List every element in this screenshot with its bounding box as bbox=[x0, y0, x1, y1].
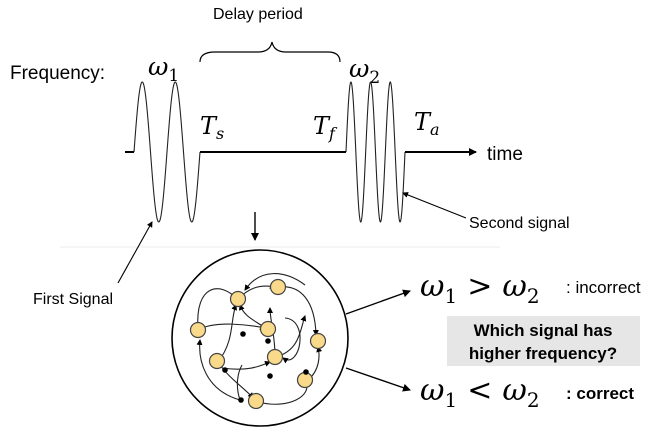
ts-label: Ts bbox=[200, 112, 224, 143]
network-node bbox=[208, 352, 226, 370]
network-edge bbox=[244, 273, 306, 291]
second-signal-wave bbox=[345, 81, 406, 223]
network-node bbox=[189, 321, 207, 339]
network-synapse bbox=[240, 331, 246, 337]
network-nodes bbox=[189, 278, 327, 410]
network-node bbox=[247, 392, 265, 410]
outcome-less: ω1<ω2 : correct bbox=[420, 373, 634, 412]
ta-label: Ta bbox=[414, 108, 440, 139]
question-line-1: Which signal has bbox=[474, 321, 613, 340]
second-signal-label: Second signal bbox=[469, 215, 570, 232]
first-signal-label: First Signal bbox=[33, 291, 113, 308]
network-edge bbox=[221, 360, 271, 370]
second-signal-pointer bbox=[402, 192, 467, 219]
network-synapse bbox=[222, 367, 228, 373]
outcome-less-formula: ω1<ω2 bbox=[420, 373, 540, 412]
time-label: time bbox=[487, 144, 523, 165]
network-node bbox=[309, 332, 327, 350]
network-edge bbox=[282, 317, 301, 364]
signal-waveform bbox=[125, 81, 477, 223]
delay-brace bbox=[199, 41, 341, 63]
network-synapse bbox=[267, 373, 273, 379]
recurrent-network bbox=[171, 249, 349, 427]
network-node bbox=[269, 278, 287, 296]
first-signal-pointer bbox=[117, 221, 153, 284]
network-node bbox=[266, 348, 284, 366]
network-synapse bbox=[303, 369, 309, 375]
output-arrow-lower bbox=[345, 367, 411, 392]
question-line-2: higher frequency? bbox=[469, 344, 617, 363]
omega1-label: ω1 bbox=[148, 52, 179, 86]
output-arrow-upper bbox=[345, 289, 411, 315]
network-node bbox=[229, 290, 247, 308]
network-edge bbox=[196, 339, 241, 401]
omega2-label: ω2 bbox=[349, 54, 380, 88]
first-signal-wave bbox=[133, 81, 201, 223]
tf-label: Tf bbox=[313, 112, 338, 143]
question-box bbox=[447, 316, 640, 366]
outcome-greater: ω1>ω2 : incorrect bbox=[420, 269, 641, 308]
network-node bbox=[296, 371, 314, 389]
network-synapses bbox=[222, 331, 309, 403]
network-synapse bbox=[265, 338, 271, 344]
delay-period-label: Delay period bbox=[213, 6, 303, 23]
network-edge bbox=[236, 364, 243, 401]
outcome-less-verdict: : correct bbox=[566, 384, 634, 403]
outcome-greater-verdict: : incorrect bbox=[566, 278, 641, 297]
frequency-label: Frequency: bbox=[10, 63, 105, 84]
outcome-greater-formula: ω1>ω2 bbox=[420, 269, 540, 308]
network-synapse bbox=[238, 397, 244, 403]
network-node bbox=[259, 320, 277, 338]
